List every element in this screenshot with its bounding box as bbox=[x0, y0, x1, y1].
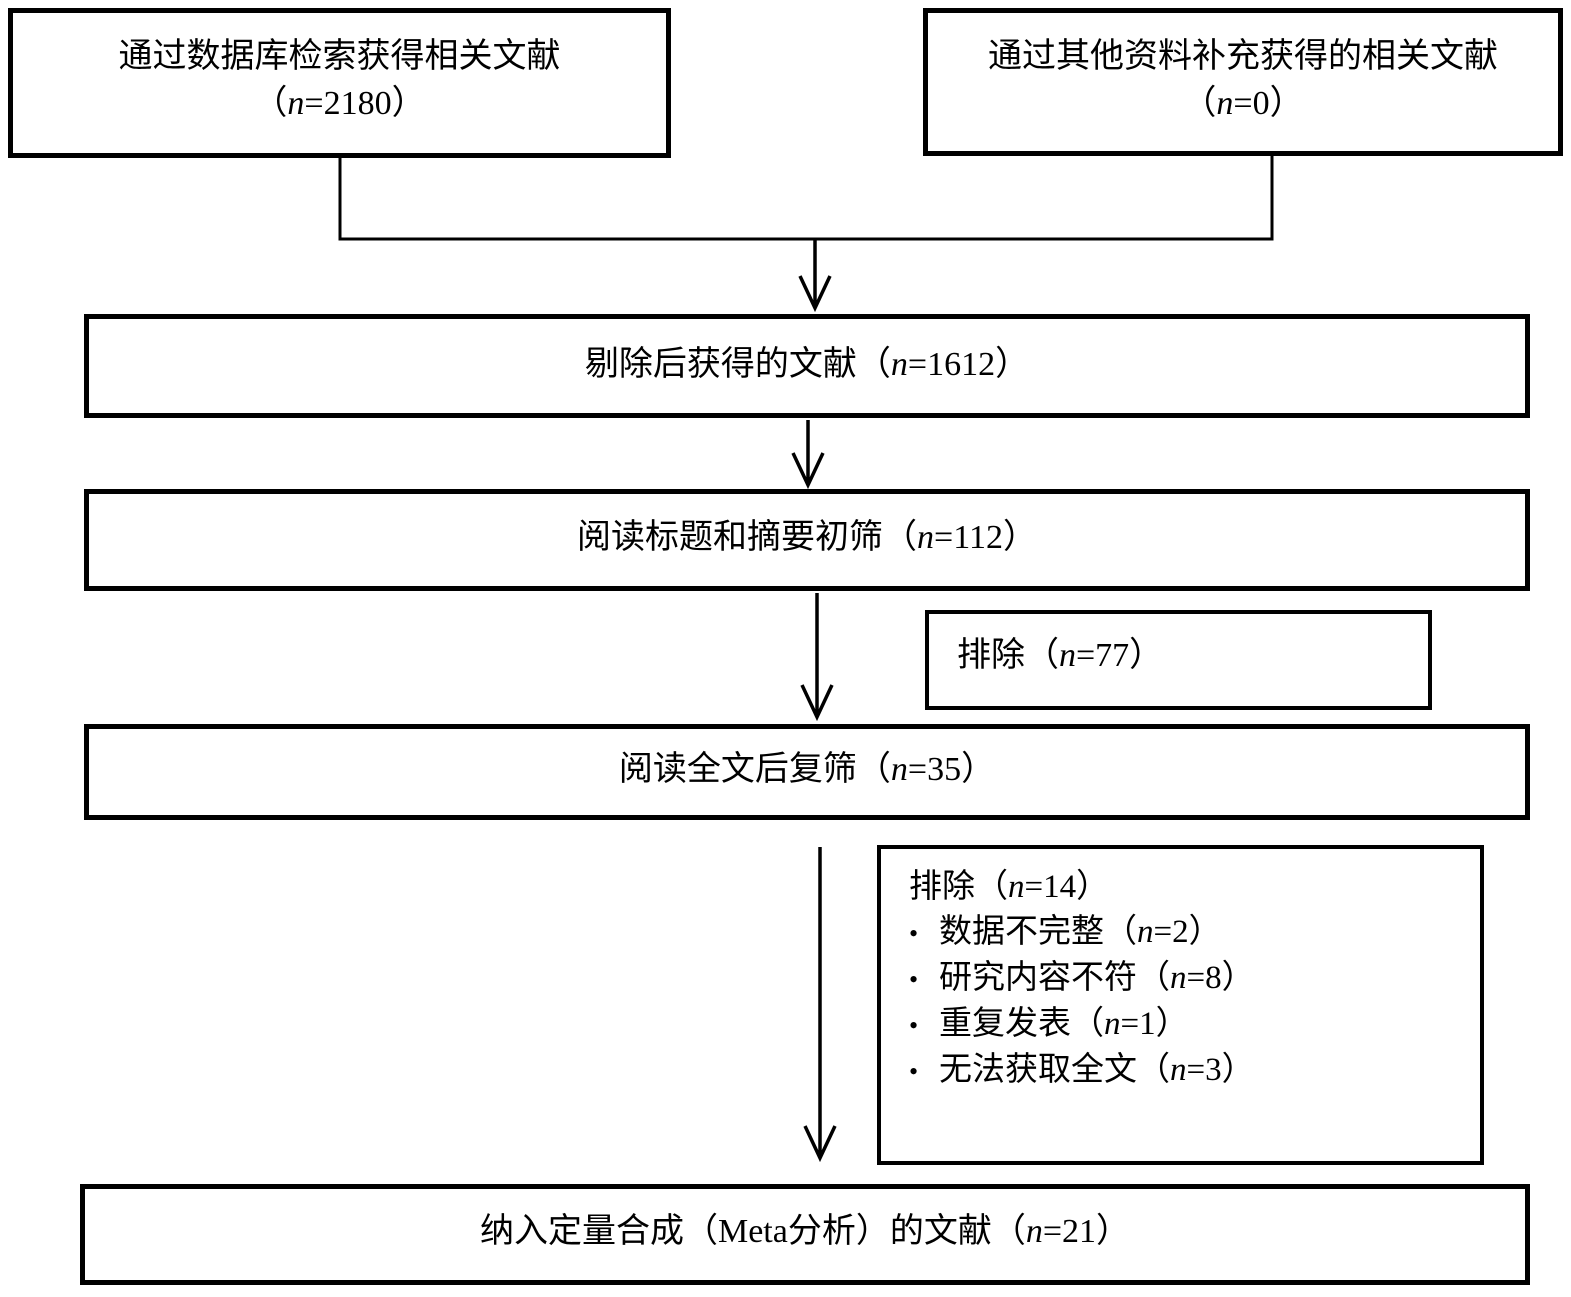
box-excluded-fulltext: 排除（n=14） • 数据不完整（n=2） • 研究内容不符（n=8） • 重复… bbox=[877, 845, 1484, 1165]
bullet-icon: • bbox=[909, 919, 919, 948]
bullet-icon: • bbox=[909, 965, 919, 994]
exclusion-item-label: 研究内容不符（n=8） bbox=[939, 960, 1255, 996]
box-database-label-line2: （n=2180） bbox=[253, 85, 426, 122]
box-excl1-label: 排除（n=77） bbox=[957, 637, 1164, 674]
box-database-records: 通过数据库检索获得相关文献 （n=2180） bbox=[8, 8, 671, 158]
box-excluded-initial: 排除（n=77） bbox=[925, 610, 1432, 710]
box-other-sources-records: 通过其他资料补充获得的相关文献 （n=0） bbox=[923, 8, 1563, 156]
merge-connector-line bbox=[338, 156, 1274, 241]
exclusion-item: • 数据不完整（n=2） bbox=[909, 910, 1470, 956]
bullet-icon: • bbox=[909, 1057, 919, 1086]
box-records-after-dedup: 剔除后获得的文献（n=1612） bbox=[84, 314, 1530, 418]
box-included-meta-analysis: 纳入定量合成（Meta分析）的文献（n=21） bbox=[80, 1184, 1530, 1285]
exclusion-item-label: 无法获取全文（n=3） bbox=[939, 1052, 1255, 1088]
box-title-abstract-screening: 阅读标题和摘要初筛（n=112） bbox=[84, 489, 1530, 591]
box-screen1-label: 阅读标题和摘要初筛（n=112） bbox=[577, 519, 1037, 556]
arrow-dedup-to-screen1 bbox=[791, 420, 825, 490]
exclusion-item-label: 重复发表（n=1） bbox=[939, 1006, 1189, 1042]
box-other-label-line1: 通过其他资料补充获得的相关文献 bbox=[988, 38, 1498, 75]
exclusion-item-label: 数据不完整（n=2） bbox=[939, 914, 1222, 950]
exclusion-item: • 重复发表（n=1） bbox=[909, 1002, 1470, 1048]
exclusion-item: • 无法获取全文（n=3） bbox=[909, 1048, 1470, 1094]
arrow-screen1-to-screen2 bbox=[800, 593, 834, 722]
box-fulltext-screening: 阅读全文后复筛（n=35） bbox=[84, 724, 1530, 820]
box-included-label: 纳入定量合成（Meta分析）的文献（n=21） bbox=[479, 1213, 1131, 1250]
box-screen2-label: 阅读全文后复筛（n=35） bbox=[618, 751, 996, 788]
box-excl2-title: 排除（n=14） bbox=[909, 869, 1110, 905]
exclusion-item: • 研究内容不符（n=8） bbox=[909, 956, 1470, 1002]
box-database-label-line1: 通过数据库检索获得相关文献 bbox=[118, 38, 561, 75]
box-dedup-label: 剔除后获得的文献（n=1612） bbox=[584, 346, 1030, 383]
arrow-screen2-to-included bbox=[803, 847, 837, 1163]
arrow-merge-to-dedup bbox=[798, 239, 832, 313]
bullet-icon: • bbox=[909, 1011, 919, 1040]
box-other-label-line2: （n=0） bbox=[1182, 85, 1304, 122]
